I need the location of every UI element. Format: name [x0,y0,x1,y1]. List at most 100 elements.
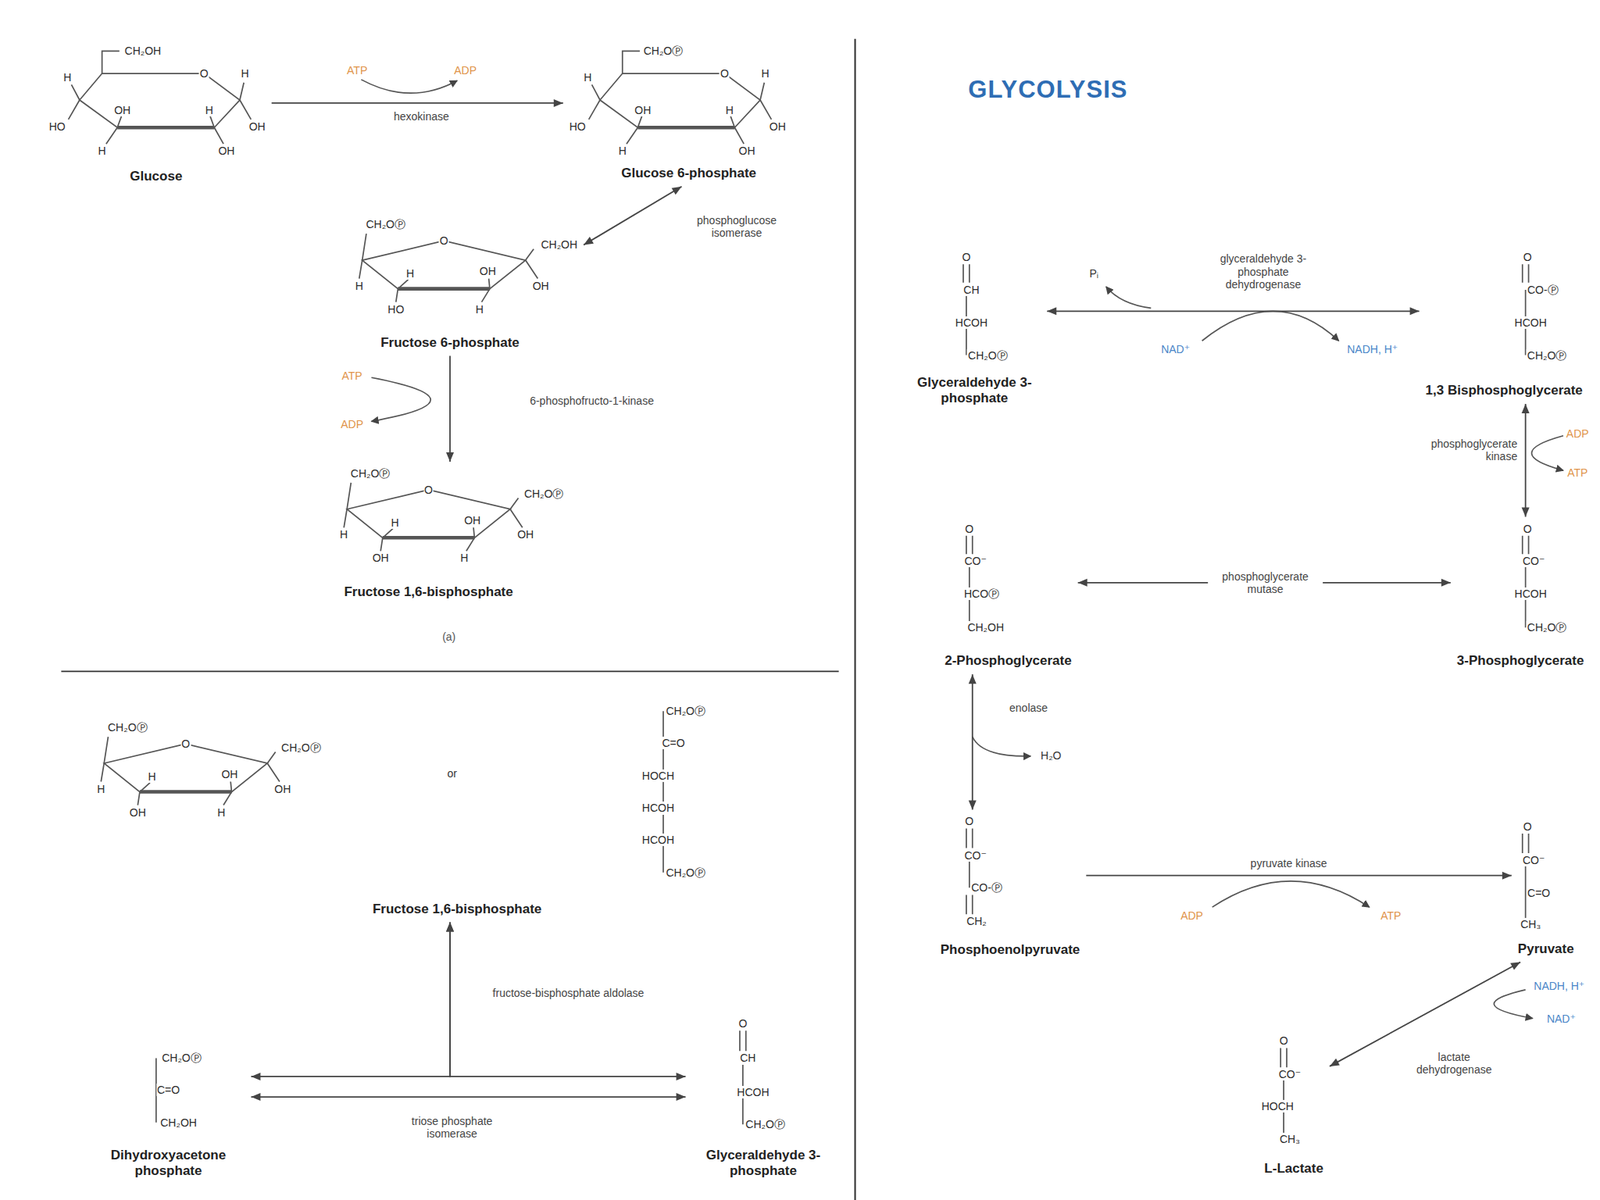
compound-name: Glucose [128,168,183,185]
structure-label: CH₂OⓅ [160,1051,203,1065]
chain-bond [966,828,973,915]
compound: CH₂OⓅOCH₂OHHHOHOHHOHFructose 6-phosphate [351,214,582,354]
fructose-bisphosphate-ring [100,736,280,806]
compound: CH₂OⓅOCH₂OⓅHHOHOHOHHCH₂OⓅC=OHOCHHCOHHCOH… [92,701,710,920]
enzyme-label: hexokinase [392,110,451,123]
compound: OCO⁻HCOⓅCH₂OH2-Phosphoglycerate [940,519,1076,673]
compound-name: Phosphoenolpyruvate [939,942,1082,958]
structure-label: O [1278,1034,1290,1047]
ring-front-bond [637,125,735,130]
structure-label: CH₃ [1278,1132,1301,1146]
structure-label: O [180,737,191,750]
structure-label: CH₂OⓅ [1526,348,1568,361]
structure-label: O [737,1017,748,1030]
cofactor-label: H₂O [1039,748,1062,761]
structure-label: HOCH [641,769,675,783]
compound-name: Pyruvate [1517,941,1575,958]
structure-label: O [1522,522,1533,536]
connector-line [250,922,450,1077]
cofactor-label: ATP [1379,909,1402,922]
cofactor-curve [1531,435,1563,471]
arrow-head [1046,307,1057,315]
structure-label: HO [386,303,405,316]
structure-label: OH [128,806,147,819]
cofactor-curve [1212,881,1370,908]
structure-label: O [719,67,730,80]
structure-label: H [405,267,415,280]
structure-label: CH₂OH [159,1116,198,1129]
arrow-head [968,800,977,810]
structure-label: HCOH [1514,316,1548,329]
structure-label: CO⁻ [963,848,987,861]
substituent-bonds [589,50,772,144]
compound: CH₂OⓅ C=O CH₂OH Dihydroxyacetone phosphate [88,1048,250,1182]
arrow-head [446,922,454,933]
structure-label: H [582,71,593,84]
structure-label: HO [568,120,587,133]
reaction-arrow [968,674,977,810]
substituent-bonds [343,482,523,552]
structure-label: C=O [156,1083,181,1097]
structure-label: H [354,279,365,293]
chain-bond [662,710,665,872]
enzyme-label: pyruvate kinase [1249,857,1329,870]
cofactor-label: NAD⁺ [1546,1011,1577,1025]
structure-label: O [964,814,975,828]
arrow-head [1078,578,1088,587]
cofactor-label: NAD⁺ [1160,342,1191,356]
structure-label: HCOH [735,1085,770,1099]
arrow-head [1510,961,1521,970]
cofactor-label: ATP [346,64,368,77]
structure-label: O [1522,820,1533,833]
enzyme-label: enolase [1007,701,1050,715]
structure-label: H [147,770,158,783]
compound: OCO-ⓅHCOHCH₂OⓅ1,3 Bisphosphoglycerate [1421,247,1587,402]
structure-label: OH [463,514,482,527]
structure-label: CH₂OH [966,621,1005,634]
structure-label: H [389,516,400,529]
reaction-arrow [1046,307,1419,315]
structure-label: O [960,250,972,264]
structure-label: CH₂OⓅ [364,217,407,231]
arrow-head [1521,507,1530,518]
arrow-head [1502,871,1512,880]
arrow-head [676,1092,686,1101]
cofactor-label: Pᵢ [1088,267,1100,280]
ring-outline [346,489,511,538]
chain-bond [1280,1047,1287,1139]
arrow-head [250,1092,261,1101]
substituent-bonds [100,736,280,806]
structure-label: O [439,234,450,247]
chain-bonds [156,264,1529,1139]
structure-label: CO⁻ [1521,853,1546,867]
structure-label: OH [532,279,550,293]
arrow-head [446,922,454,933]
arrow-head [671,186,683,195]
cofactor-curve [1202,310,1340,341]
ring-outline [79,73,240,128]
cofactor-label: ADP [1179,909,1204,922]
structure-label: CH₂ [965,914,988,928]
structure-label: CH₂OⓅ [664,704,707,718]
arrow-head [446,452,454,462]
structure-label: O [964,522,975,536]
enzyme-label: lactate dehydrogenase [1406,1050,1502,1076]
compound-name: Dihydroxyacetone phosphate [91,1147,247,1179]
compound-name: Glucose 6-phosphate [620,165,758,182]
compound-name: 1,3 Bisphosphoglycerate [1425,382,1584,399]
structure-label: H [475,303,485,316]
structure-label: H [760,67,771,80]
reaction-arrow [250,1092,686,1101]
structure-label: CH₂OⓅ [967,348,1009,361]
compound-name: 3-Phosphoglycerate [1456,653,1586,670]
structure-label: HCOH [1514,587,1548,600]
compound-name: Fructose 1,6-bisphosphate [342,584,514,600]
arrow-head [1441,578,1451,587]
cofactor-label: ATP [341,369,364,383]
structure-label: OH [768,120,787,133]
glucose-ring [68,50,252,144]
cofactor-label: ATP [1566,466,1589,479]
cofactor-label: ADP [453,64,478,77]
structure-label: H [204,103,215,117]
structure-label: H [725,103,735,117]
